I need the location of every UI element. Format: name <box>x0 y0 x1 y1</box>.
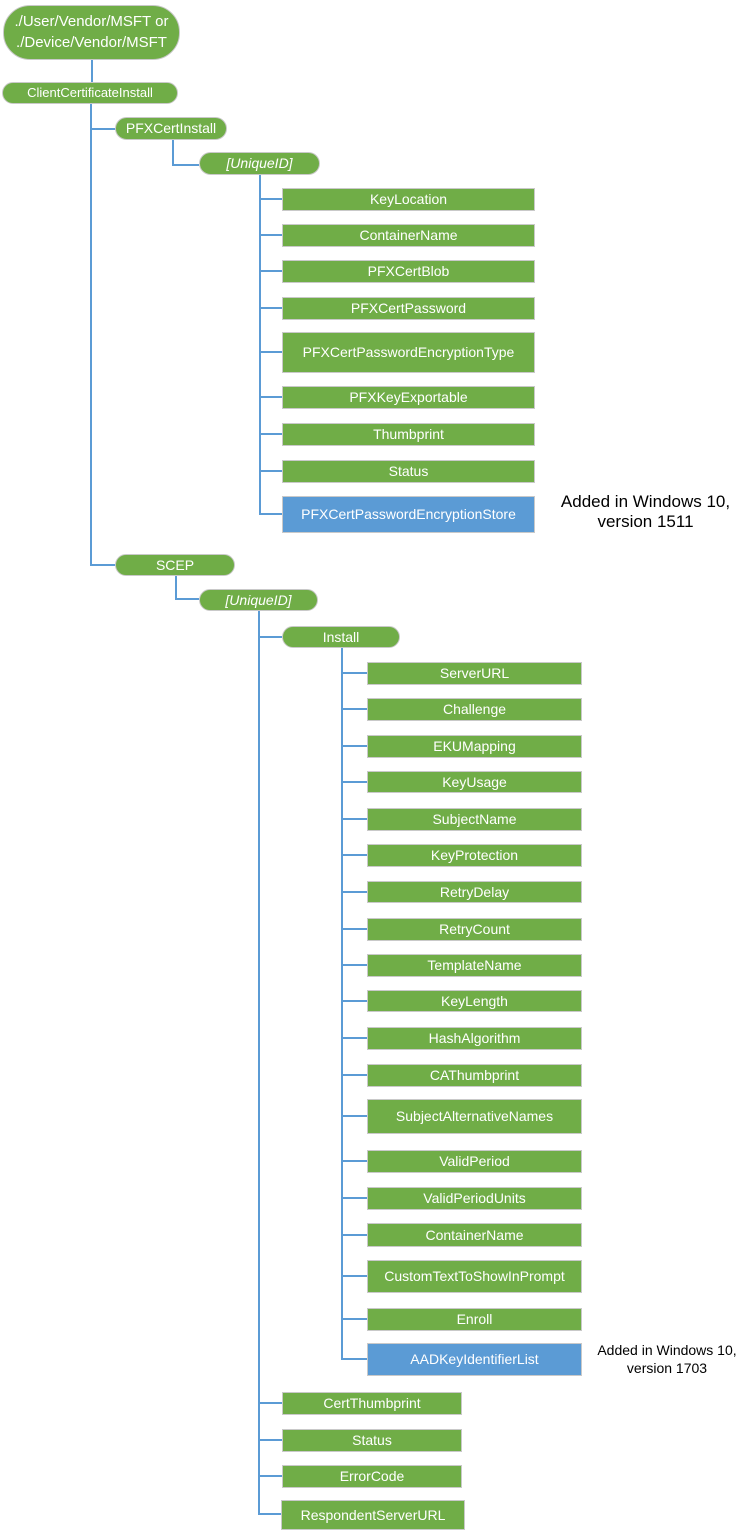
connector-line <box>259 270 282 272</box>
connector-line <box>90 104 92 566</box>
node-subjectalternativenames: SubjectAlternativeNames <box>367 1099 582 1134</box>
annotation-version-1703: Added in Windows 10, version 1703 <box>583 1341 751 1377</box>
connector-line <box>341 818 367 820</box>
node-thumbprint: Thumbprint <box>282 423 535 446</box>
node-root-path: ./User/Vendor/MSFT or ./Device/Vendor/MS… <box>3 5 180 60</box>
node-keyusage: KeyUsage <box>367 771 582 793</box>
connector-line <box>259 198 282 200</box>
connector-line <box>341 672 367 674</box>
node-errorcode: ErrorCode <box>282 1465 462 1488</box>
node-respondentserverurl: RespondentServerURL <box>281 1500 465 1530</box>
annotation-version-1511: Added in Windows 10, version 1511 <box>540 492 751 532</box>
node-status-scep: Status <box>282 1429 462 1452</box>
node-install: Install <box>282 626 400 648</box>
node-keylocation: KeyLocation <box>282 188 535 211</box>
node-containername-pfx: ContainerName <box>282 224 535 247</box>
node-containername-scep: ContainerName <box>367 1223 582 1247</box>
connector-line <box>258 636 282 638</box>
node-aadkeyidentifierlist: AADKeyIdentifierList <box>367 1343 582 1376</box>
connector-line <box>341 1074 367 1076</box>
node-customtexttoshowinprompt: CustomTextToShowInPrompt <box>367 1260 582 1293</box>
node-status-pfx: Status <box>282 460 535 483</box>
node-hashalgorithm: HashAlgorithm <box>367 1027 582 1050</box>
connector-line <box>341 708 367 710</box>
annotation-version-1511-line2: version 1511 <box>597 512 694 531</box>
connector-line <box>341 1318 367 1320</box>
annotation-version-1703-line1: Added in Windows 10, <box>597 1342 737 1358</box>
connector-line <box>341 1197 367 1199</box>
root-path-line1: ./User/Vendor/MSFT or <box>14 13 169 31</box>
node-challenge: Challenge <box>367 698 582 721</box>
connector-line <box>259 513 282 515</box>
node-scep: SCEP <box>115 554 235 576</box>
connector-line <box>341 964 367 966</box>
annotation-version-1511-line1: Added in Windows 10, <box>560 492 731 511</box>
connector-line <box>259 351 282 353</box>
connector-line <box>341 1160 367 1162</box>
node-uniqueid-scep: [UniqueID] <box>199 589 318 611</box>
connector-line <box>341 1037 367 1039</box>
connector-line <box>172 164 199 166</box>
node-validperiodunits: ValidPeriodUnits <box>367 1187 582 1210</box>
node-pfxcertinstall: PFXCertInstall <box>115 117 227 140</box>
node-certthumbprint: CertThumbprint <box>282 1392 462 1415</box>
node-ekumapping: EKUMapping <box>367 735 582 758</box>
connector-line <box>258 1475 282 1477</box>
node-pfxcertpassword: PFXCertPassword <box>282 297 535 320</box>
connector-line <box>259 396 282 398</box>
connector-line <box>341 1000 367 1002</box>
connector-line <box>175 598 199 600</box>
connector-line <box>259 433 282 435</box>
connector-line <box>341 854 367 856</box>
connector-line <box>341 745 367 747</box>
node-subjectname: SubjectName <box>367 808 582 831</box>
node-clientcertificateinstall: ClientCertificateInstall <box>2 82 178 104</box>
node-validperiod: ValidPeriod <box>367 1150 582 1173</box>
connector-line <box>341 1275 367 1277</box>
node-keylength: KeyLength <box>367 990 582 1012</box>
connector-line <box>341 891 367 893</box>
node-keyprotection: KeyProtection <box>367 844 582 867</box>
node-pfxcertblob: PFXCertBlob <box>282 260 535 283</box>
root-path-line2: ./Device/Vendor/MSFT <box>16 33 167 51</box>
connector-line <box>259 470 282 472</box>
node-cathumbprint: CAThumbprint <box>367 1064 582 1087</box>
node-retrycount: RetryCount <box>367 918 582 941</box>
node-templatename: TemplateName <box>367 954 582 977</box>
node-pfxcertpasswordencryptiontype: PFXCertPasswordEncryptionType <box>282 332 535 373</box>
node-pfxkeyexportable: PFXKeyExportable <box>282 386 535 409</box>
connector-line <box>258 1439 282 1441</box>
node-uniqueid-pfx: [UniqueID] <box>199 152 320 175</box>
connector-line <box>258 1402 282 1404</box>
node-enroll: Enroll <box>367 1308 582 1331</box>
connector-line <box>90 564 116 566</box>
connector-line <box>341 648 343 1360</box>
connector-line <box>341 1234 367 1236</box>
connector-line <box>172 140 174 166</box>
node-pfxcertpasswordencryptionstore: PFXCertPasswordEncryptionStore <box>282 496 535 533</box>
connector-line <box>90 128 116 130</box>
connector-line <box>259 234 282 236</box>
connector-line <box>341 1358 367 1360</box>
connector-line <box>91 60 93 82</box>
connector-line <box>259 307 282 309</box>
annotation-version-1703-line2: version 1703 <box>626 1360 708 1376</box>
node-retrydelay: RetryDelay <box>367 881 582 903</box>
connector-line <box>259 175 261 515</box>
connector-line <box>175 576 177 600</box>
connector-line <box>341 781 367 783</box>
connector-line <box>258 611 260 1515</box>
connector-line <box>341 928 367 930</box>
node-serverurl: ServerURL <box>367 662 582 685</box>
connector-line <box>341 1115 367 1117</box>
connector-line <box>258 1513 282 1515</box>
